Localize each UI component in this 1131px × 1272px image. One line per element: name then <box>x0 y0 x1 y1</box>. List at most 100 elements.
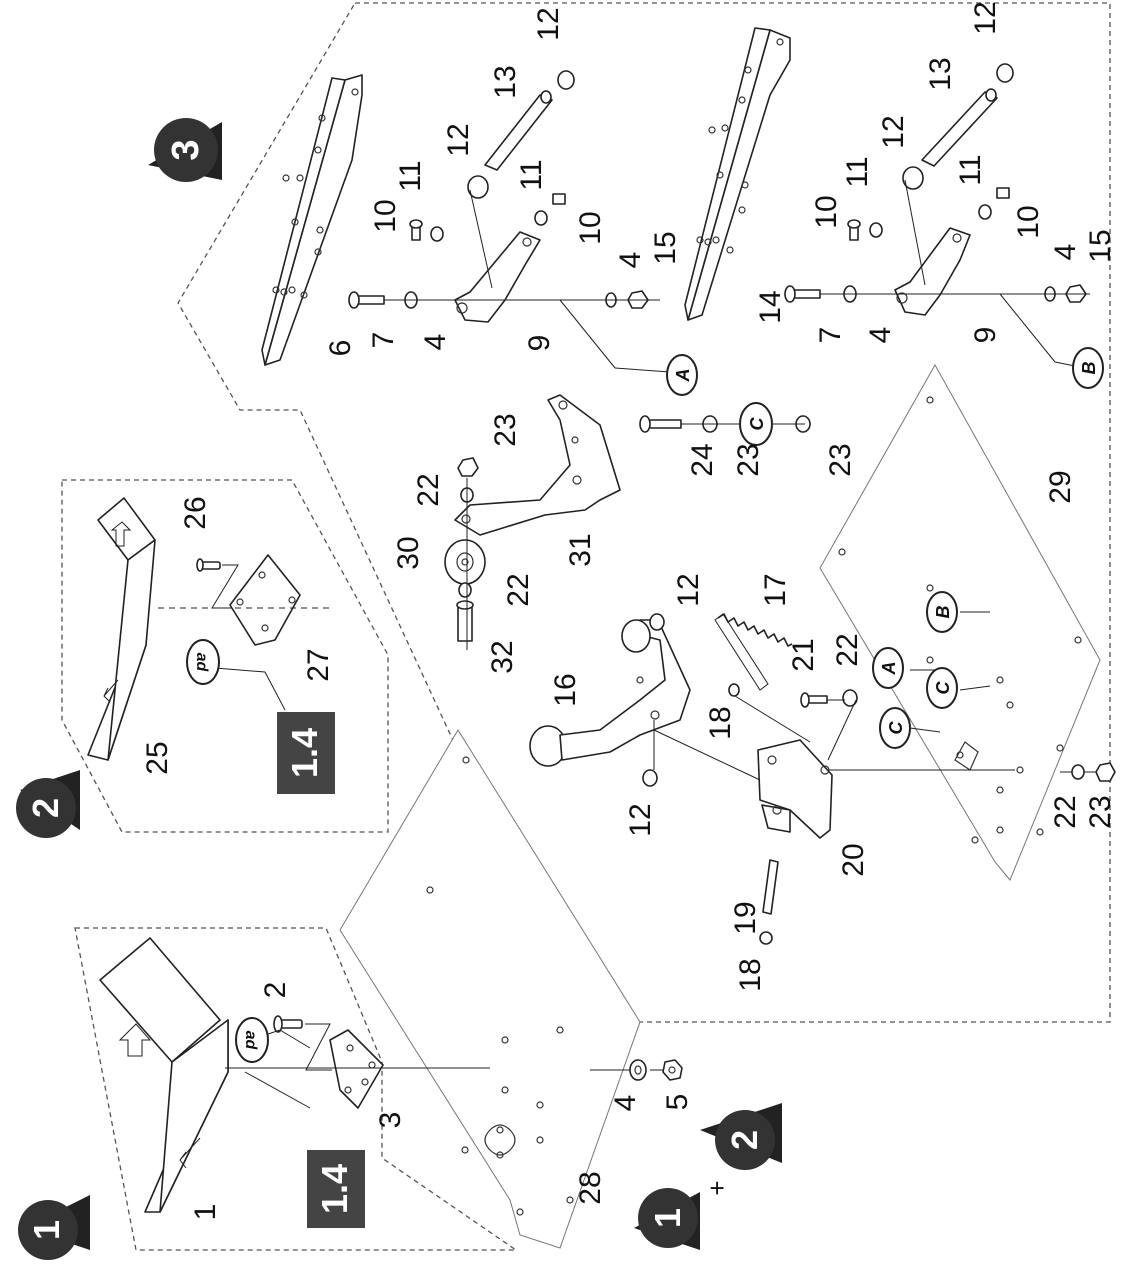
section-2-boundary <box>61 479 389 833</box>
label-10-c: 10 <box>810 195 843 228</box>
label-23-d: 23 <box>1084 795 1117 828</box>
bushing-part-12d <box>902 166 924 190</box>
connector-A-plate: A <box>872 647 904 689</box>
lever-part-31 <box>454 394 621 536</box>
label-22-a: 22 <box>412 473 445 506</box>
connector-B-plate: B <box>926 591 958 633</box>
connector-A-upper: A <box>666 354 698 396</box>
label-4-a: 4 <box>419 334 452 351</box>
roller-part-30 <box>444 539 486 585</box>
svg-text:1.4: 1.4 <box>284 728 325 778</box>
svg-text:ad: ad <box>242 1031 259 1051</box>
bracket-part-3 <box>329 1029 384 1109</box>
adhesive-mark-2: ad <box>186 639 286 711</box>
label-27: 27 <box>302 648 335 681</box>
label-5: 5 <box>661 1094 694 1111</box>
label-4-c: 4 <box>614 252 647 269</box>
label-10-a: 10 <box>369 199 402 232</box>
reference-box-1: 1.4 <box>307 1150 365 1228</box>
connector-C-plate-right: C <box>926 667 958 709</box>
svg-text:A: A <box>673 369 693 383</box>
connector-C-plate-left: C <box>879 707 911 749</box>
base-plate-28 <box>339 729 641 1249</box>
bracket-part-20 <box>757 739 833 839</box>
svg-text:ad: ad <box>193 653 210 673</box>
label-12-a: 12 <box>532 7 565 40</box>
label-16: 16 <box>549 673 582 706</box>
spring-part-17 <box>714 613 793 691</box>
label-30: 30 <box>392 536 425 569</box>
label-28: 28 <box>574 1171 607 1204</box>
label-9-b: 9 <box>969 327 1002 344</box>
adhesive-mark-1: ad <box>235 1017 311 1063</box>
label-26: 26 <box>179 496 212 529</box>
bracket-part-9b <box>894 227 971 316</box>
shaft-part-19 <box>759 859 779 945</box>
label-22-c: 22 <box>831 633 864 666</box>
lever-part-16 <box>529 619 691 767</box>
svg-text:2: 2 <box>25 798 66 818</box>
label-21: 21 <box>787 638 820 671</box>
base-plate-29 <box>819 363 1101 881</box>
label-19: 19 <box>729 901 762 934</box>
label-22-b: 22 <box>502 573 535 606</box>
section-2-leaders <box>158 564 330 609</box>
label-13-a: 13 <box>489 65 522 98</box>
label-1: 1 <box>189 1204 222 1221</box>
svg-text:+: + <box>702 1180 732 1195</box>
label-11-b: 11 <box>515 159 548 190</box>
svg-text:3: 3 <box>165 139 207 160</box>
label-29: 29 <box>1044 470 1077 503</box>
label-3: 3 <box>374 1112 407 1129</box>
part-number-labels: 1 2 3 4 5 28 25 26 27 6 7 4 9 10 11 12 1… <box>141 1 1117 1220</box>
label-7-a: 7 <box>367 332 400 349</box>
svg-text:B: B <box>1079 362 1099 375</box>
label-6: 6 <box>324 340 357 357</box>
label-17: 17 <box>759 573 792 606</box>
label-24: 24 <box>686 443 719 476</box>
bracket-part-9a <box>454 231 541 323</box>
screw-part-26 <box>196 558 221 572</box>
label-12-d: 12 <box>877 115 910 148</box>
cover-part-25 <box>87 497 156 761</box>
label-23-c: 23 <box>824 443 857 476</box>
plate-part-14 <box>684 27 791 321</box>
screw-part-2 <box>273 1015 303 1033</box>
svg-text:B: B <box>933 606 953 619</box>
label-12-b: 12 <box>442 123 475 156</box>
connector-C-upper: C <box>739 402 773 446</box>
svg-text:1.4: 1.4 <box>314 1164 355 1214</box>
small-parts-d <box>642 613 1116 787</box>
label-9-a: 9 <box>523 335 556 352</box>
label-4-d: 4 <box>864 327 897 344</box>
section-3b-leaders <box>820 179 1090 367</box>
section-3a-leaders <box>384 189 671 373</box>
svg-text:C: C <box>933 681 953 695</box>
label-13-b: 13 <box>924 57 957 90</box>
label-4-e: 4 <box>1049 244 1082 261</box>
label-25: 25 <box>141 741 174 774</box>
svg-text:C: C <box>747 417 767 431</box>
label-14: 14 <box>754 290 787 323</box>
bracket-part-27 <box>229 554 301 646</box>
connector-B-upper: B <box>1072 347 1104 389</box>
label-12-e: 12 <box>672 573 705 606</box>
section-badge-1: 1 <box>18 1195 90 1260</box>
pin-part-13a <box>484 90 553 171</box>
label-11-a: 11 <box>394 160 427 191</box>
label-12-f: 12 <box>624 803 657 836</box>
svg-text:C: C <box>886 721 906 735</box>
label-23-a: 23 <box>489 413 522 446</box>
section-3d-leaders <box>653 611 1096 781</box>
svg-text:1: 1 <box>26 1220 67 1240</box>
label-22-d: 22 <box>1049 795 1082 828</box>
label-11-d: 11 <box>954 154 987 185</box>
section-1-leaders <box>225 1023 666 1109</box>
nut-part-5 <box>662 1059 683 1081</box>
plate-part-6 <box>261 74 363 366</box>
label-11-c: 11 <box>841 156 874 187</box>
bushing-part-12b <box>467 175 489 199</box>
label-12-c: 12 <box>969 1 1002 34</box>
washer-part-12c <box>996 63 1014 83</box>
